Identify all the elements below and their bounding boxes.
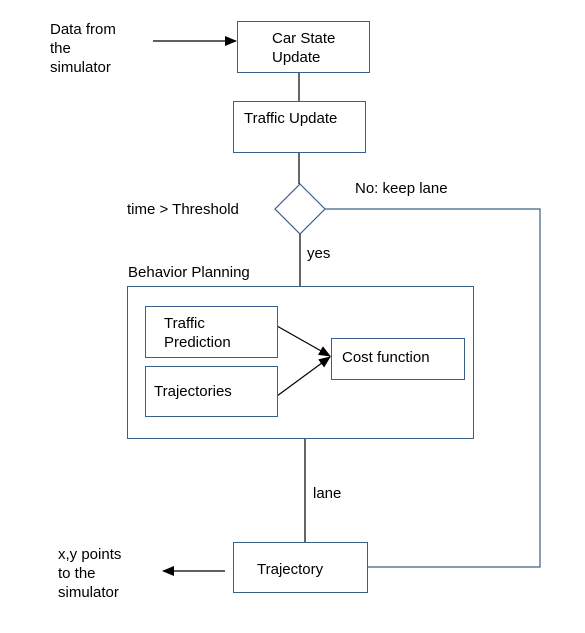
traffic-update-node: Traffic Update: [233, 101, 366, 153]
decision-label: time > Threshold: [127, 201, 239, 218]
arrow-prediction-to-cost: [276, 325, 331, 357]
cost-function-node: Cost function: [331, 338, 465, 380]
no-branch-label: No: keep lane: [355, 180, 448, 197]
lane-label: lane: [313, 485, 342, 502]
input-label: Data from the simulator: [50, 21, 116, 76]
behavior-planning-container: [127, 286, 474, 439]
cost-function-label: Cost function: [342, 349, 430, 366]
connector-no-keep-lane: [325, 208, 541, 568]
yes-branch-label: yes: [307, 245, 331, 262]
decision-diamond: [274, 183, 326, 235]
output-label: x,y points to the simulator: [58, 546, 122, 601]
traffic-prediction-label: Traffic Prediction: [164, 315, 231, 351]
car-state-update-label: Car State Update: [272, 30, 336, 66]
trajectories-node: Trajectories: [145, 366, 278, 417]
trajectory-label: Trajectory: [257, 561, 324, 578]
traffic-prediction-node: Traffic Prediction: [145, 306, 278, 358]
car-state-update-node: Car State Update: [237, 21, 370, 73]
trajectories-label: Trajectories: [154, 383, 232, 400]
arrow-trajectories-to-cost: [276, 356, 331, 397]
traffic-update-label: Traffic Update: [244, 110, 338, 127]
behavior-planning-title: Behavior Planning: [128, 264, 250, 281]
trajectory-node: Trajectory: [233, 542, 368, 593]
